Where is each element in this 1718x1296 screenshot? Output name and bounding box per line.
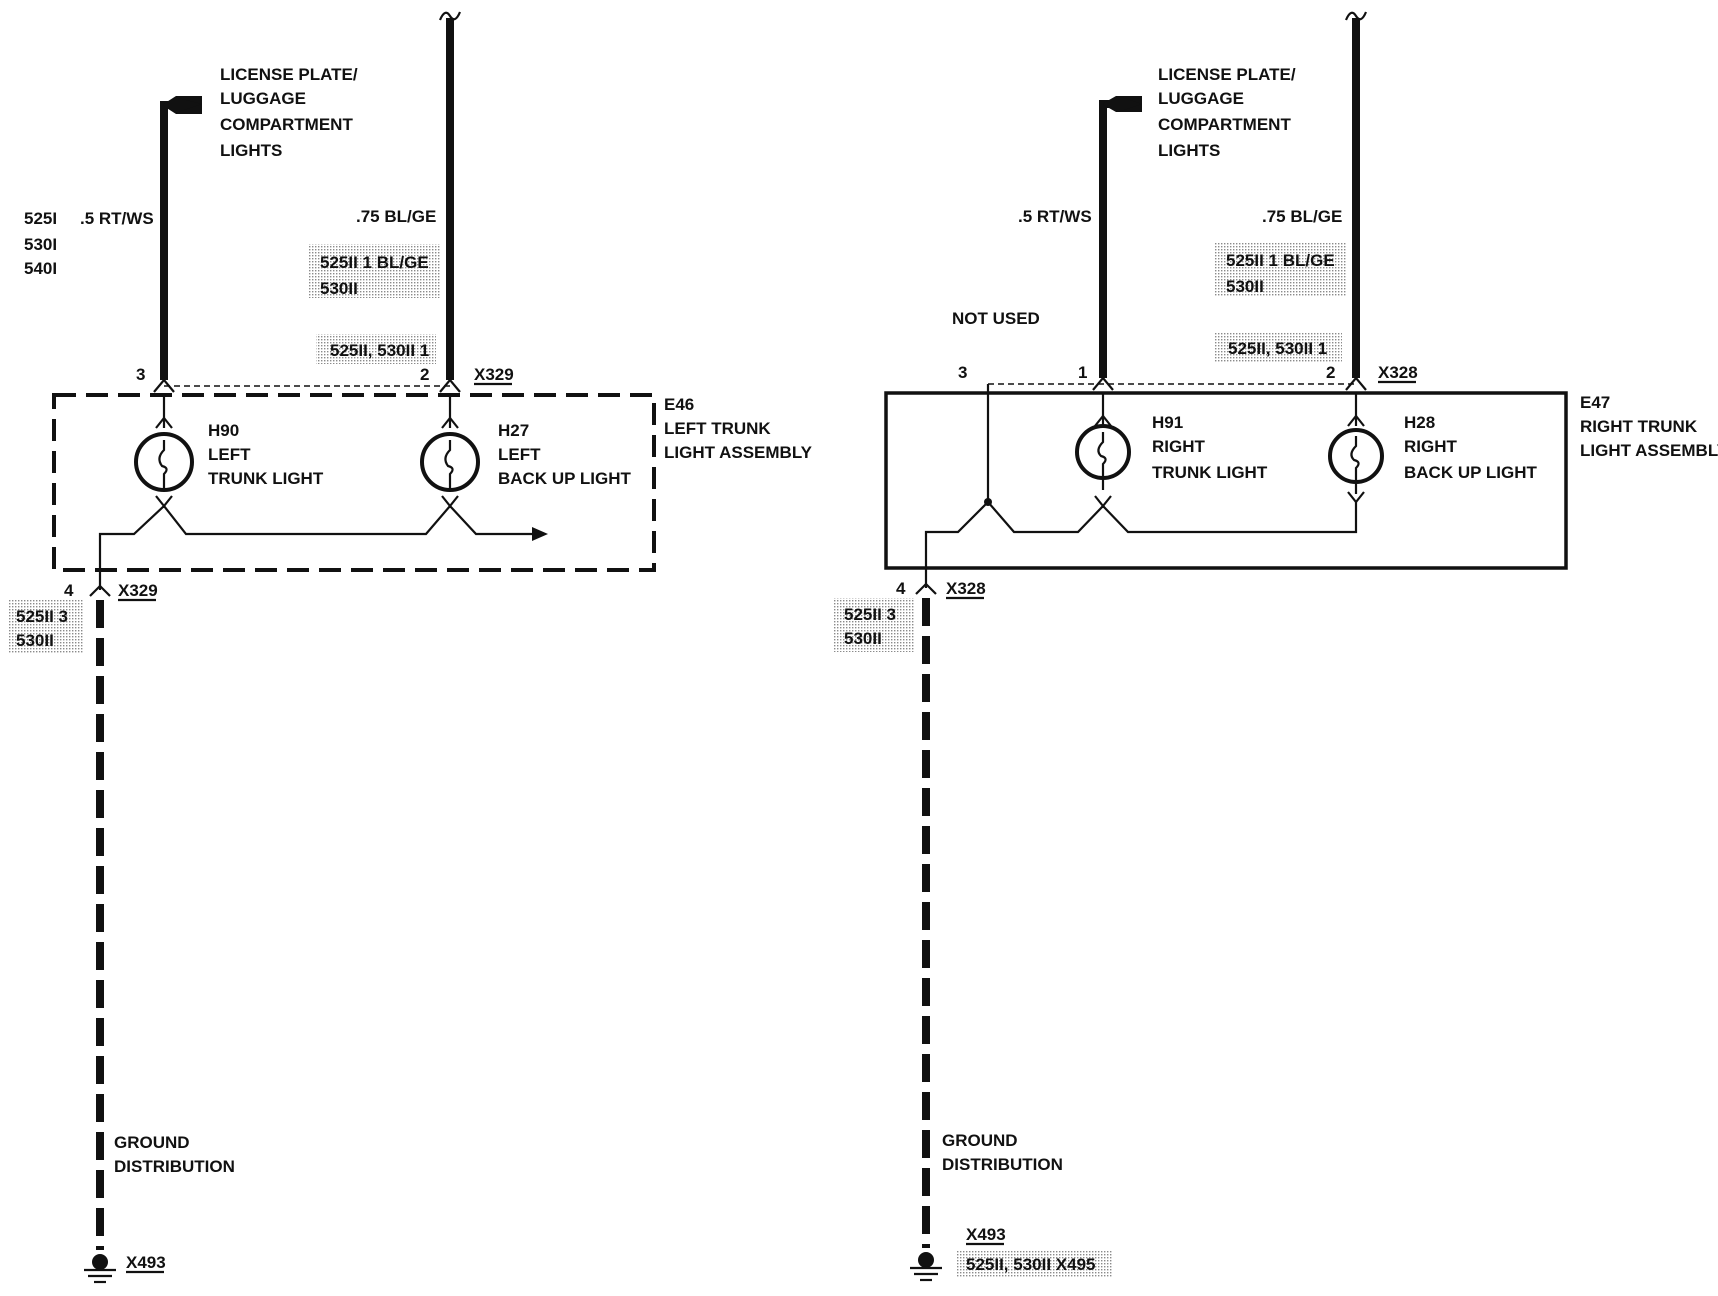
right-lamp2-id: H28 xyxy=(1404,413,1435,432)
right-pin-1: 1 xyxy=(1078,363,1087,382)
right-alt-ground-point: 525II, 530II X495 xyxy=(966,1255,1096,1274)
right-source-label-3: COMPARTMENT xyxy=(1158,115,1291,134)
left-alt-ground-shade xyxy=(8,600,84,654)
left-ground-label-2: DISTRIBUTION xyxy=(114,1157,235,1176)
left-source-label-4: LIGHTS xyxy=(220,141,282,160)
right-wire-rtws-label: .5 RT/WS xyxy=(1018,207,1092,226)
right-assembly-id: E47 xyxy=(1580,393,1610,412)
right-source-label-4: LIGHTS xyxy=(1158,141,1220,160)
right-lamp2-name: BACK UP LIGHT xyxy=(1404,463,1537,482)
left-lamp1-id: H90 xyxy=(208,421,239,440)
left-ground-icon xyxy=(84,1254,116,1284)
left-source-label-3: COMPARTMENT xyxy=(220,115,353,134)
left-connector-top: X329 xyxy=(474,365,514,384)
left-wire-rtws xyxy=(160,101,178,380)
left-lamp1-name: TRUNK LIGHT xyxy=(208,469,324,488)
right-ground-label-2: DISTRIBUTION xyxy=(942,1155,1063,1174)
left-ground-point: X493 xyxy=(126,1253,166,1272)
right-alt-wire-1: 525II 1 BL/GE xyxy=(1226,251,1335,270)
right-alt-pin: 525II, 530II 1 xyxy=(1228,339,1327,358)
left-model-2: 530I xyxy=(24,235,57,254)
right-source-label-2: LUGGAGE xyxy=(1158,89,1244,108)
right-alt-wire-2: 530II xyxy=(1226,277,1264,296)
left-connector-bottom: X329 xyxy=(118,581,158,600)
left-model-3: 540I xyxy=(24,259,57,278)
left-lamp2-side: LEFT xyxy=(498,445,541,464)
right-ground-point: X493 xyxy=(966,1225,1006,1244)
right-wire-blge-label: .75 BL/GE xyxy=(1262,207,1342,226)
left-lamp1-side: LEFT xyxy=(208,445,251,464)
left-assembly-name-2: LIGHT ASSEMBLY xyxy=(664,443,813,462)
left-ground-bus xyxy=(98,504,540,590)
left-alt-wire-1: 525II 1 BL/GE xyxy=(320,253,429,272)
right-not-used: NOT USED xyxy=(952,309,1040,328)
right-break-symbol xyxy=(1344,11,1368,21)
left-pin-4: 4 xyxy=(64,581,74,600)
right-lamp2-side: RIGHT xyxy=(1404,437,1458,456)
left-break-symbol xyxy=(438,11,462,21)
left-assembly-name-1: LEFT TRUNK xyxy=(664,419,771,438)
right-ground-icon xyxy=(910,1252,942,1282)
left-source-label-2: LUGGAGE xyxy=(220,89,306,108)
right-ground-label-1: GROUND xyxy=(942,1131,1018,1150)
left-alt-wire-2: 530II xyxy=(320,279,358,298)
left-wire-rtws-label: .5 RT/WS xyxy=(80,209,154,228)
right-source-label-1: LICENSE PLATE/ xyxy=(1158,65,1296,84)
left-circuit: LICENSE PLATE/ LUGGAGE COMPARTMENT LIGHT… xyxy=(8,11,813,1284)
left-alt-ground-2: 530II xyxy=(16,631,54,650)
left-alt-pin: 525II, 530II 1 xyxy=(330,341,429,360)
right-assembly-name-2: LIGHT ASSEMBLY xyxy=(1580,441,1718,460)
right-pin-4: 4 xyxy=(896,579,906,598)
left-alt-pin-shade xyxy=(316,334,436,364)
left-source-label-1: LICENSE PLATE/ xyxy=(220,65,358,84)
right-alt-pin-shade xyxy=(1214,332,1342,362)
right-ground-bus xyxy=(924,500,1358,588)
right-lamp1-name: TRUNK LIGHT xyxy=(1152,463,1268,482)
right-alt-wire-shade xyxy=(1214,242,1346,296)
right-assembly-box xyxy=(884,391,1568,570)
left-wire-blge-label: .75 BL/GE xyxy=(356,207,436,226)
right-circuit: LICENSE PLATE/ LUGGAGE COMPARTMENT LIGHT… xyxy=(834,11,1718,1282)
right-alt-ground-shade xyxy=(834,598,914,652)
left-alt-wire-shade xyxy=(308,244,440,298)
right-assembly-name-1: RIGHT TRUNK xyxy=(1580,417,1698,436)
right-pin-2: 2 xyxy=(1326,363,1335,382)
right-alt-ground-2: 530II xyxy=(844,629,882,648)
left-assembly-box xyxy=(52,393,656,572)
left-pin-2: 2 xyxy=(420,365,429,384)
right-alt-ground-point-shade xyxy=(956,1250,1112,1278)
left-pin-3: 3 xyxy=(136,365,145,384)
right-connector-bottom: X328 xyxy=(946,579,986,598)
left-model-1: 525I xyxy=(24,209,57,228)
right-lamp1-id: H91 xyxy=(1152,413,1183,432)
right-connector-top: X328 xyxy=(1378,363,1418,382)
right-wire-rtws xyxy=(1099,100,1118,378)
right-lamp1-side: RIGHT xyxy=(1152,437,1206,456)
left-ground-label-1: GROUND xyxy=(114,1133,190,1152)
left-alt-ground-1: 525II 3 xyxy=(16,607,68,626)
right-pin-3: 3 xyxy=(958,363,967,382)
left-lamp2-id: H27 xyxy=(498,421,529,440)
left-lamp2-name: BACK UP LIGHT xyxy=(498,469,631,488)
left-assembly-id: E46 xyxy=(664,395,694,414)
right-alt-ground-1: 525II 3 xyxy=(844,605,896,624)
